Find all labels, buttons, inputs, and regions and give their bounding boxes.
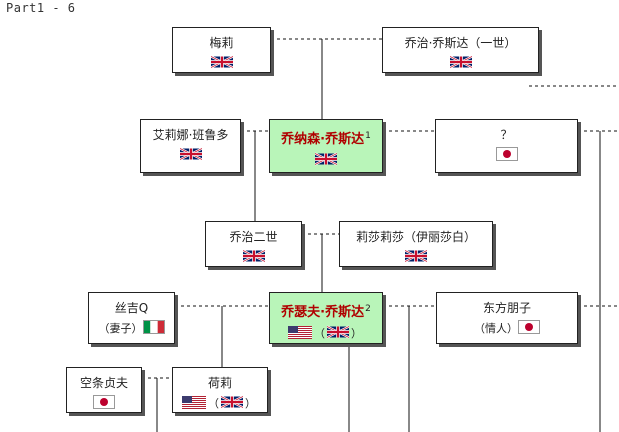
paren-close: ）	[245, 397, 256, 410]
uk-flag-icon	[326, 325, 350, 343]
paren-open: （	[208, 397, 219, 410]
person-name: 梅莉	[209, 36, 234, 50]
person-name: 艾莉娜·班鲁多	[152, 128, 229, 142]
person-sadao-kujo[interactable]: 空条贞夫	[66, 367, 142, 413]
uk-flag-icon	[220, 395, 244, 413]
uk-flag-icon	[404, 249, 428, 267]
generation-number: 1	[365, 131, 371, 141]
us-flag-icon	[288, 325, 312, 343]
us-flag-icon	[182, 395, 206, 413]
person-joseph-joestar[interactable]: 乔瑟夫·乔斯达2 （ ）	[269, 292, 383, 344]
japan-flag-icon	[93, 395, 115, 413]
paren-close: ）	[351, 327, 362, 340]
person-george-2[interactable]: 乔治二世	[205, 221, 302, 267]
relation-note: （妻子）	[98, 322, 143, 335]
relation-note: （情人）	[474, 322, 518, 335]
person-holly[interactable]: 荷莉 （ ）	[172, 367, 268, 413]
person-name: 乔瑟夫·乔斯达	[281, 305, 365, 320]
person-name: ？	[500, 128, 513, 142]
person-erina[interactable]: 艾莉娜·班鲁多	[140, 119, 241, 173]
uk-flag-icon	[179, 147, 202, 165]
uk-flag-icon	[242, 249, 265, 267]
person-name: 荷莉	[207, 376, 232, 390]
paren-open: （	[314, 327, 325, 340]
person-name: 东方朋子	[482, 301, 531, 315]
person-elizabeth[interactable]: 莉莎莉莎（伊丽莎白）	[339, 221, 493, 267]
uk-flag-icon	[210, 55, 233, 73]
page-title: Part1 - 6	[6, 1, 76, 15]
person-name: 乔纳森·乔斯达	[281, 132, 365, 147]
japan-flag-icon	[495, 147, 518, 165]
person-name: 乔治·乔斯达（一世）	[404, 36, 517, 50]
person-name: 莉莎莉莎（伊丽莎白）	[355, 230, 476, 244]
person-name: 丝吉Q	[114, 301, 149, 315]
uk-flag-icon	[314, 152, 338, 170]
japan-flag-icon	[518, 320, 540, 338]
uk-flag-icon	[449, 55, 472, 73]
person-tomoko-higashikata[interactable]: 东方朋子 （情人）	[436, 292, 578, 344]
person-name: 乔治二世	[229, 230, 278, 244]
person-unknown[interactable]: ？	[435, 119, 578, 173]
generation-number: 2	[365, 304, 371, 314]
person-suzi-q[interactable]: 丝吉Q （妻子）	[88, 292, 175, 344]
italy-flag-icon	[142, 320, 165, 338]
person-name: 空条贞夫	[79, 376, 128, 390]
person-george-joestar-1[interactable]: 乔治·乔斯达（一世）	[382, 27, 539, 73]
person-meili[interactable]: 梅莉	[172, 27, 271, 73]
person-jonathan-joestar[interactable]: 乔纳森·乔斯达1	[269, 119, 383, 173]
